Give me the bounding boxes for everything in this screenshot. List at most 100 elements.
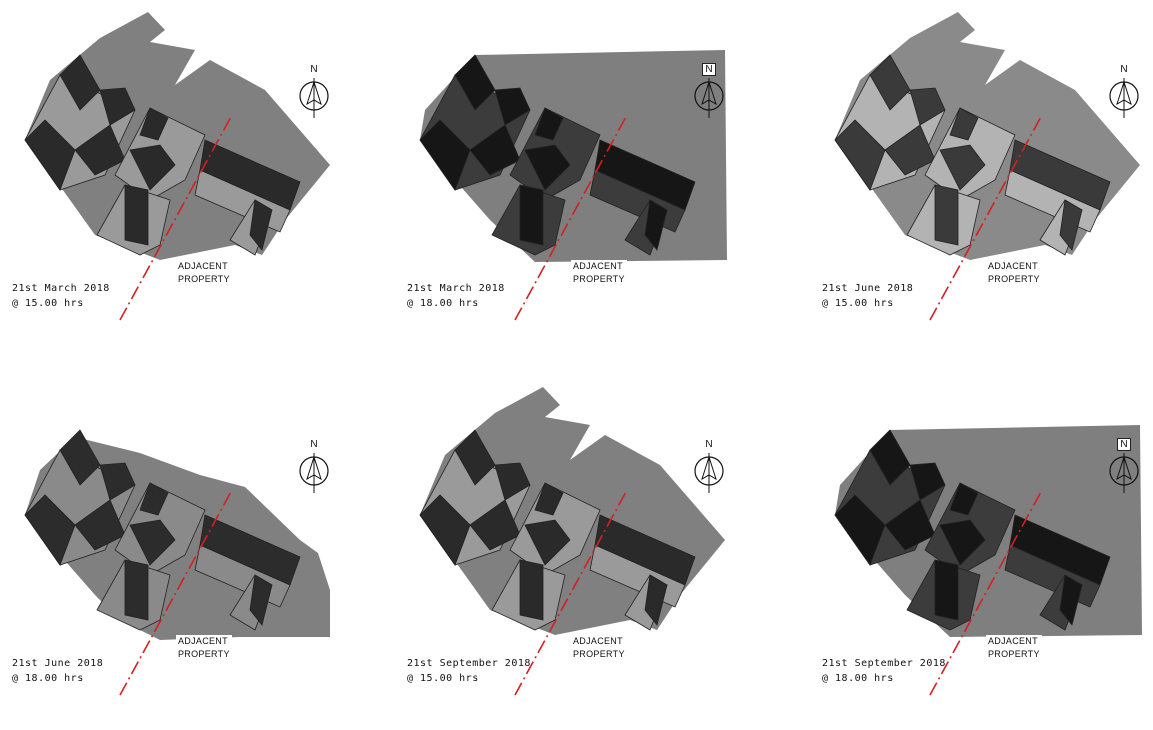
caption-time: @ 18.00 hrs (822, 673, 894, 684)
roof-slope-dark (129, 519, 176, 566)
north-arrow-icon: N (691, 63, 727, 124)
north-arrow-icon: N (296, 64, 332, 124)
panel-caption: 21st June 2018 @ 18.00 hrs (12, 656, 103, 686)
adjacent-label-line1: ADJACENT (573, 261, 623, 271)
shadow-study-panel: N ADJACENT PROPERTY 21st June 2018 @ 15.00 h… (810, 0, 1153, 355)
site-plan-drawing (834, 425, 1142, 696)
site-boundary-line (514, 489, 628, 696)
shadow-study-panel: N ADJACENT PROPERTY 21st March 2018 @ 15.00 … (0, 0, 384, 355)
roof-slope-dark (1059, 574, 1083, 626)
roof-ridge-dark (139, 482, 169, 516)
roof-slope-dark (519, 559, 544, 621)
north-label: N (705, 439, 713, 450)
site-plan-drawing (834, 12, 1140, 321)
roof-ridge-dark (534, 107, 564, 141)
shadow-study-panel: N ADJACENT PROPERTY 21st September 2018 @ 15… (395, 375, 779, 730)
caption-date: 21st September 2018 (822, 658, 946, 669)
roof-slope-dark (644, 199, 668, 251)
compass-symbol (694, 78, 724, 118)
adjacent-property-label: ADJACENT PROPERTY (571, 635, 627, 661)
roof-ridge-dark (494, 87, 531, 126)
north-label: N (310, 439, 318, 450)
site-plan-drawing (419, 387, 725, 696)
panel-caption: 21st June 2018 @ 15.00 hrs (822, 281, 913, 311)
roof-ridge-dark (909, 87, 946, 126)
roof-slope-dark (524, 144, 571, 191)
roof-slope-dark (934, 559, 959, 621)
adjacent-property-label: ADJACENT PROPERTY (986, 635, 1042, 661)
compass-symbol (1109, 78, 1139, 118)
adjacent-label-line1: ADJACENT (988, 636, 1038, 646)
roof-ridge-dark (494, 462, 531, 501)
adjacent-label-line2: PROPERTY (573, 649, 625, 659)
panel-caption: 21st March 2018 @ 18.00 hrs (407, 281, 505, 311)
roof-slope-dark (1059, 199, 1083, 251)
site-plan-drawing (24, 429, 330, 696)
adjacent-label-line1: ADJACENT (573, 636, 623, 646)
compass-symbol (694, 453, 724, 493)
roof-ridge-dark (99, 87, 136, 126)
north-arrow-icon: N (1106, 64, 1142, 124)
site-plan-drawing (419, 50, 727, 321)
roof-slope-dark (249, 199, 273, 251)
roof-slope-dark (249, 574, 273, 626)
caption-date: 21st March 2018 (12, 283, 110, 294)
roof-slope-dark (934, 184, 959, 246)
adjacent-property-label: ADJACENT PROPERTY (571, 260, 627, 286)
roof-slope-dark (939, 144, 986, 191)
roof-slope-dark (644, 574, 668, 626)
north-arrow-icon: N (296, 439, 332, 499)
roof-ridge-dark (949, 482, 979, 516)
north-arrow-icon: N (691, 439, 727, 499)
shadow-study-panel: N ADJACENT PROPERTY 21st September 2018 @ 18… (810, 375, 1153, 730)
compass-symbol (299, 453, 329, 493)
site-boundary-line (514, 114, 628, 321)
panel-caption: 21st September 2018 @ 18.00 hrs (822, 656, 946, 686)
roof-ridge-dark (949, 107, 979, 141)
adjacent-label-line2: PROPERTY (988, 274, 1040, 284)
north-label: N (1120, 64, 1128, 75)
roof-slope-dark (524, 519, 571, 566)
site-plan-drawing (24, 12, 330, 321)
roof-slope-dark (519, 184, 544, 246)
caption-time: @ 15.00 hrs (822, 298, 894, 309)
adjacent-label-line2: PROPERTY (178, 274, 230, 284)
roof-ridge-dark (139, 107, 169, 141)
roof-ridge-dark (534, 482, 564, 516)
north-label: N (702, 63, 716, 76)
adjacent-label-line2: PROPERTY (988, 649, 1040, 659)
roof-slope-dark (939, 519, 986, 566)
north-arrow-icon: N (1106, 438, 1142, 499)
adjacent-label-line2: PROPERTY (573, 274, 625, 284)
caption-date: 21st September 2018 (407, 658, 531, 669)
north-label: N (310, 64, 318, 75)
caption-date: 21st June 2018 (12, 658, 104, 669)
adjacent-property-label: ADJACENT PROPERTY (986, 260, 1042, 286)
site-boundary-line (929, 489, 1043, 696)
adjacent-label-line1: ADJACENT (178, 636, 228, 646)
adjacent-property-label: ADJACENT PROPERTY (176, 635, 232, 661)
caption-date: 21st March 2018 (407, 283, 505, 294)
panel-caption: 21st March 2018 @ 15.00 hrs (12, 281, 110, 311)
roof-slope-dark (124, 184, 149, 246)
caption-time: @ 15.00 hrs (407, 673, 479, 684)
shadow-study-panel: N ADJACENT PROPERTY 21st March 2018 @ 18.00 … (395, 0, 779, 355)
adjacent-label-line2: PROPERTY (178, 649, 230, 659)
site-boundary-line (119, 489, 233, 696)
shadow-study-panel: N ADJACENT PROPERTY 21st June 2018 @ 18.00 h… (0, 375, 384, 730)
caption-time: @ 15.00 hrs (12, 298, 84, 309)
compass-symbol (299, 78, 329, 118)
caption-time: @ 18.00 hrs (407, 298, 479, 309)
adjacent-property-label: ADJACENT PROPERTY (176, 260, 232, 286)
roof-slope-dark (129, 144, 176, 191)
compass-symbol (1109, 453, 1139, 493)
adjacent-label-line1: ADJACENT (178, 261, 228, 271)
north-label: N (1117, 438, 1131, 451)
adjacent-label-line1: ADJACENT (988, 261, 1038, 271)
caption-time: @ 18.00 hrs (12, 673, 84, 684)
roof-slope-dark (124, 559, 149, 621)
panel-caption: 21st September 2018 @ 15.00 hrs (407, 656, 531, 686)
caption-date: 21st June 2018 (822, 283, 914, 294)
site-boundary-line (929, 114, 1043, 321)
site-boundary-line (119, 114, 233, 321)
